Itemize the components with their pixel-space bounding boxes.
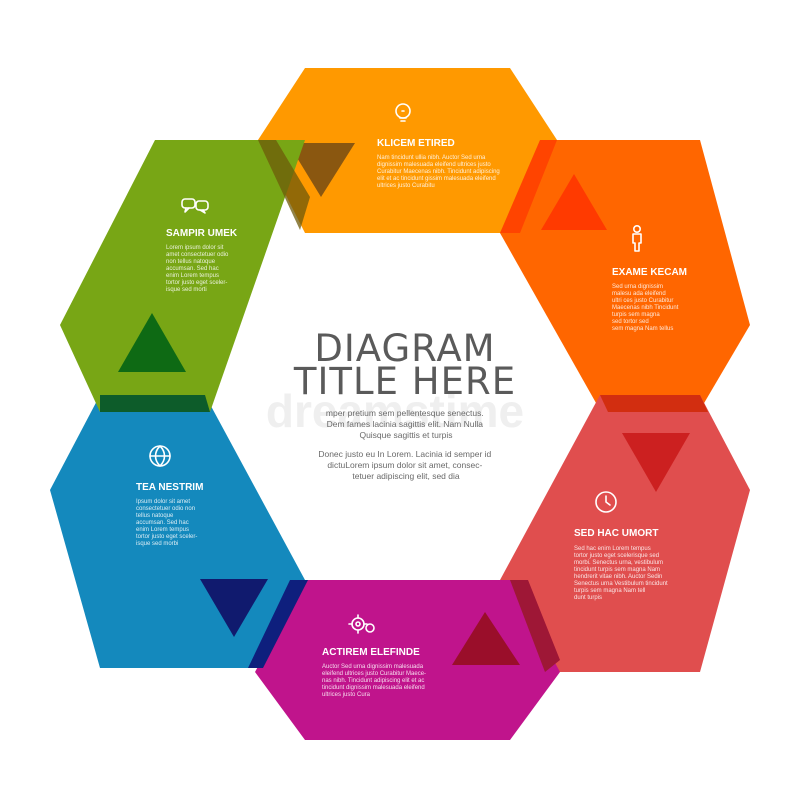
segment-red-title: SED HAC UMORT	[574, 528, 658, 539]
overlap-red-magenta	[510, 580, 560, 672]
segment-blue-arrow	[200, 579, 268, 637]
segment-green-title: SAMPIR UMEK	[166, 228, 238, 239]
segment-red: SED HAC UMORT Sed hac enim Lorem tempus …	[500, 395, 750, 672]
overlap-blue-green	[100, 395, 210, 412]
segment-magenta: ACTIREM ELEFINDE Auctor Sed urna digniss…	[255, 580, 560, 740]
center-block: DIAGRAM TITLE HERE mper pretium sem pell…	[293, 327, 516, 481]
segment-orange-title: KLICEM ETIRED	[377, 138, 455, 149]
lightbulb-icon	[395, 103, 411, 122]
overlap-green-orange	[258, 140, 310, 230]
watermark: dreamstime	[266, 385, 524, 437]
speech-bubbles-icon	[181, 198, 209, 214]
segment-red-orange-arrow	[541, 174, 607, 230]
segment-green-text: Lorem ipsum dolor sit amet consectetuer …	[166, 245, 230, 293]
overlap-orange-red-orange	[500, 140, 557, 233]
segment-blue-text: Ipsum dolor sit amet consectetuer odio n…	[136, 499, 199, 547]
overlap-magenta-blue	[248, 580, 308, 668]
segment-green: SAMPIR UMEK Lorem ipsum dolor sit amet c…	[60, 140, 305, 412]
gears-icon	[348, 614, 375, 634]
segment-orange-text: Nam tincidunt ullia nibh. Auctor Sed urn…	[377, 155, 501, 189]
segment-magenta-text: Auctor Sed urna dignissim malesuada elei…	[322, 664, 428, 698]
segment-green-shape	[60, 140, 305, 412]
segment-magenta-arrow	[452, 612, 520, 665]
diagram-title-line2: TITLE HERE	[293, 360, 516, 403]
segment-red-orange: EXAME KECAM Sed urna dignissim malesu ad…	[500, 140, 750, 410]
center-paragraph-1: mper pretium sem pellentesque senectus. …	[326, 408, 486, 440]
segment-blue: TEA NESTRIM Ipsum dolor sit amet consect…	[50, 395, 305, 668]
segment-red-text: Sed hac enim Lorem tempus tortor justo e…	[574, 546, 669, 601]
segment-orange-shape	[258, 68, 557, 233]
segment-magenta-title: ACTIREM ELEFINDE	[322, 647, 420, 658]
segment-red-shape	[500, 395, 750, 672]
diagram-title-line1: DIAGRAM	[314, 327, 495, 370]
person-icon	[632, 225, 642, 252]
segment-red-orange-title: EXAME KECAM	[612, 267, 687, 278]
clock-icon	[595, 491, 617, 513]
segment-orange-arrow	[288, 143, 355, 197]
segment-blue-title: TEA NESTRIM	[136, 482, 203, 493]
center-paragraph-2: Donec justo eu In Lorem. Lacinia id semp…	[318, 449, 493, 481]
segment-red-arrow	[622, 433, 690, 492]
segment-orange: KLICEM ETIRED Nam tincidunt ullia nibh. …	[258, 68, 557, 233]
segment-red-orange-text: Sed urna dignissim malesu ada eleifend u…	[612, 284, 680, 332]
segment-green-arrow	[118, 313, 186, 372]
overlap-red-orange-red	[600, 395, 708, 412]
globe-icon	[149, 445, 171, 467]
